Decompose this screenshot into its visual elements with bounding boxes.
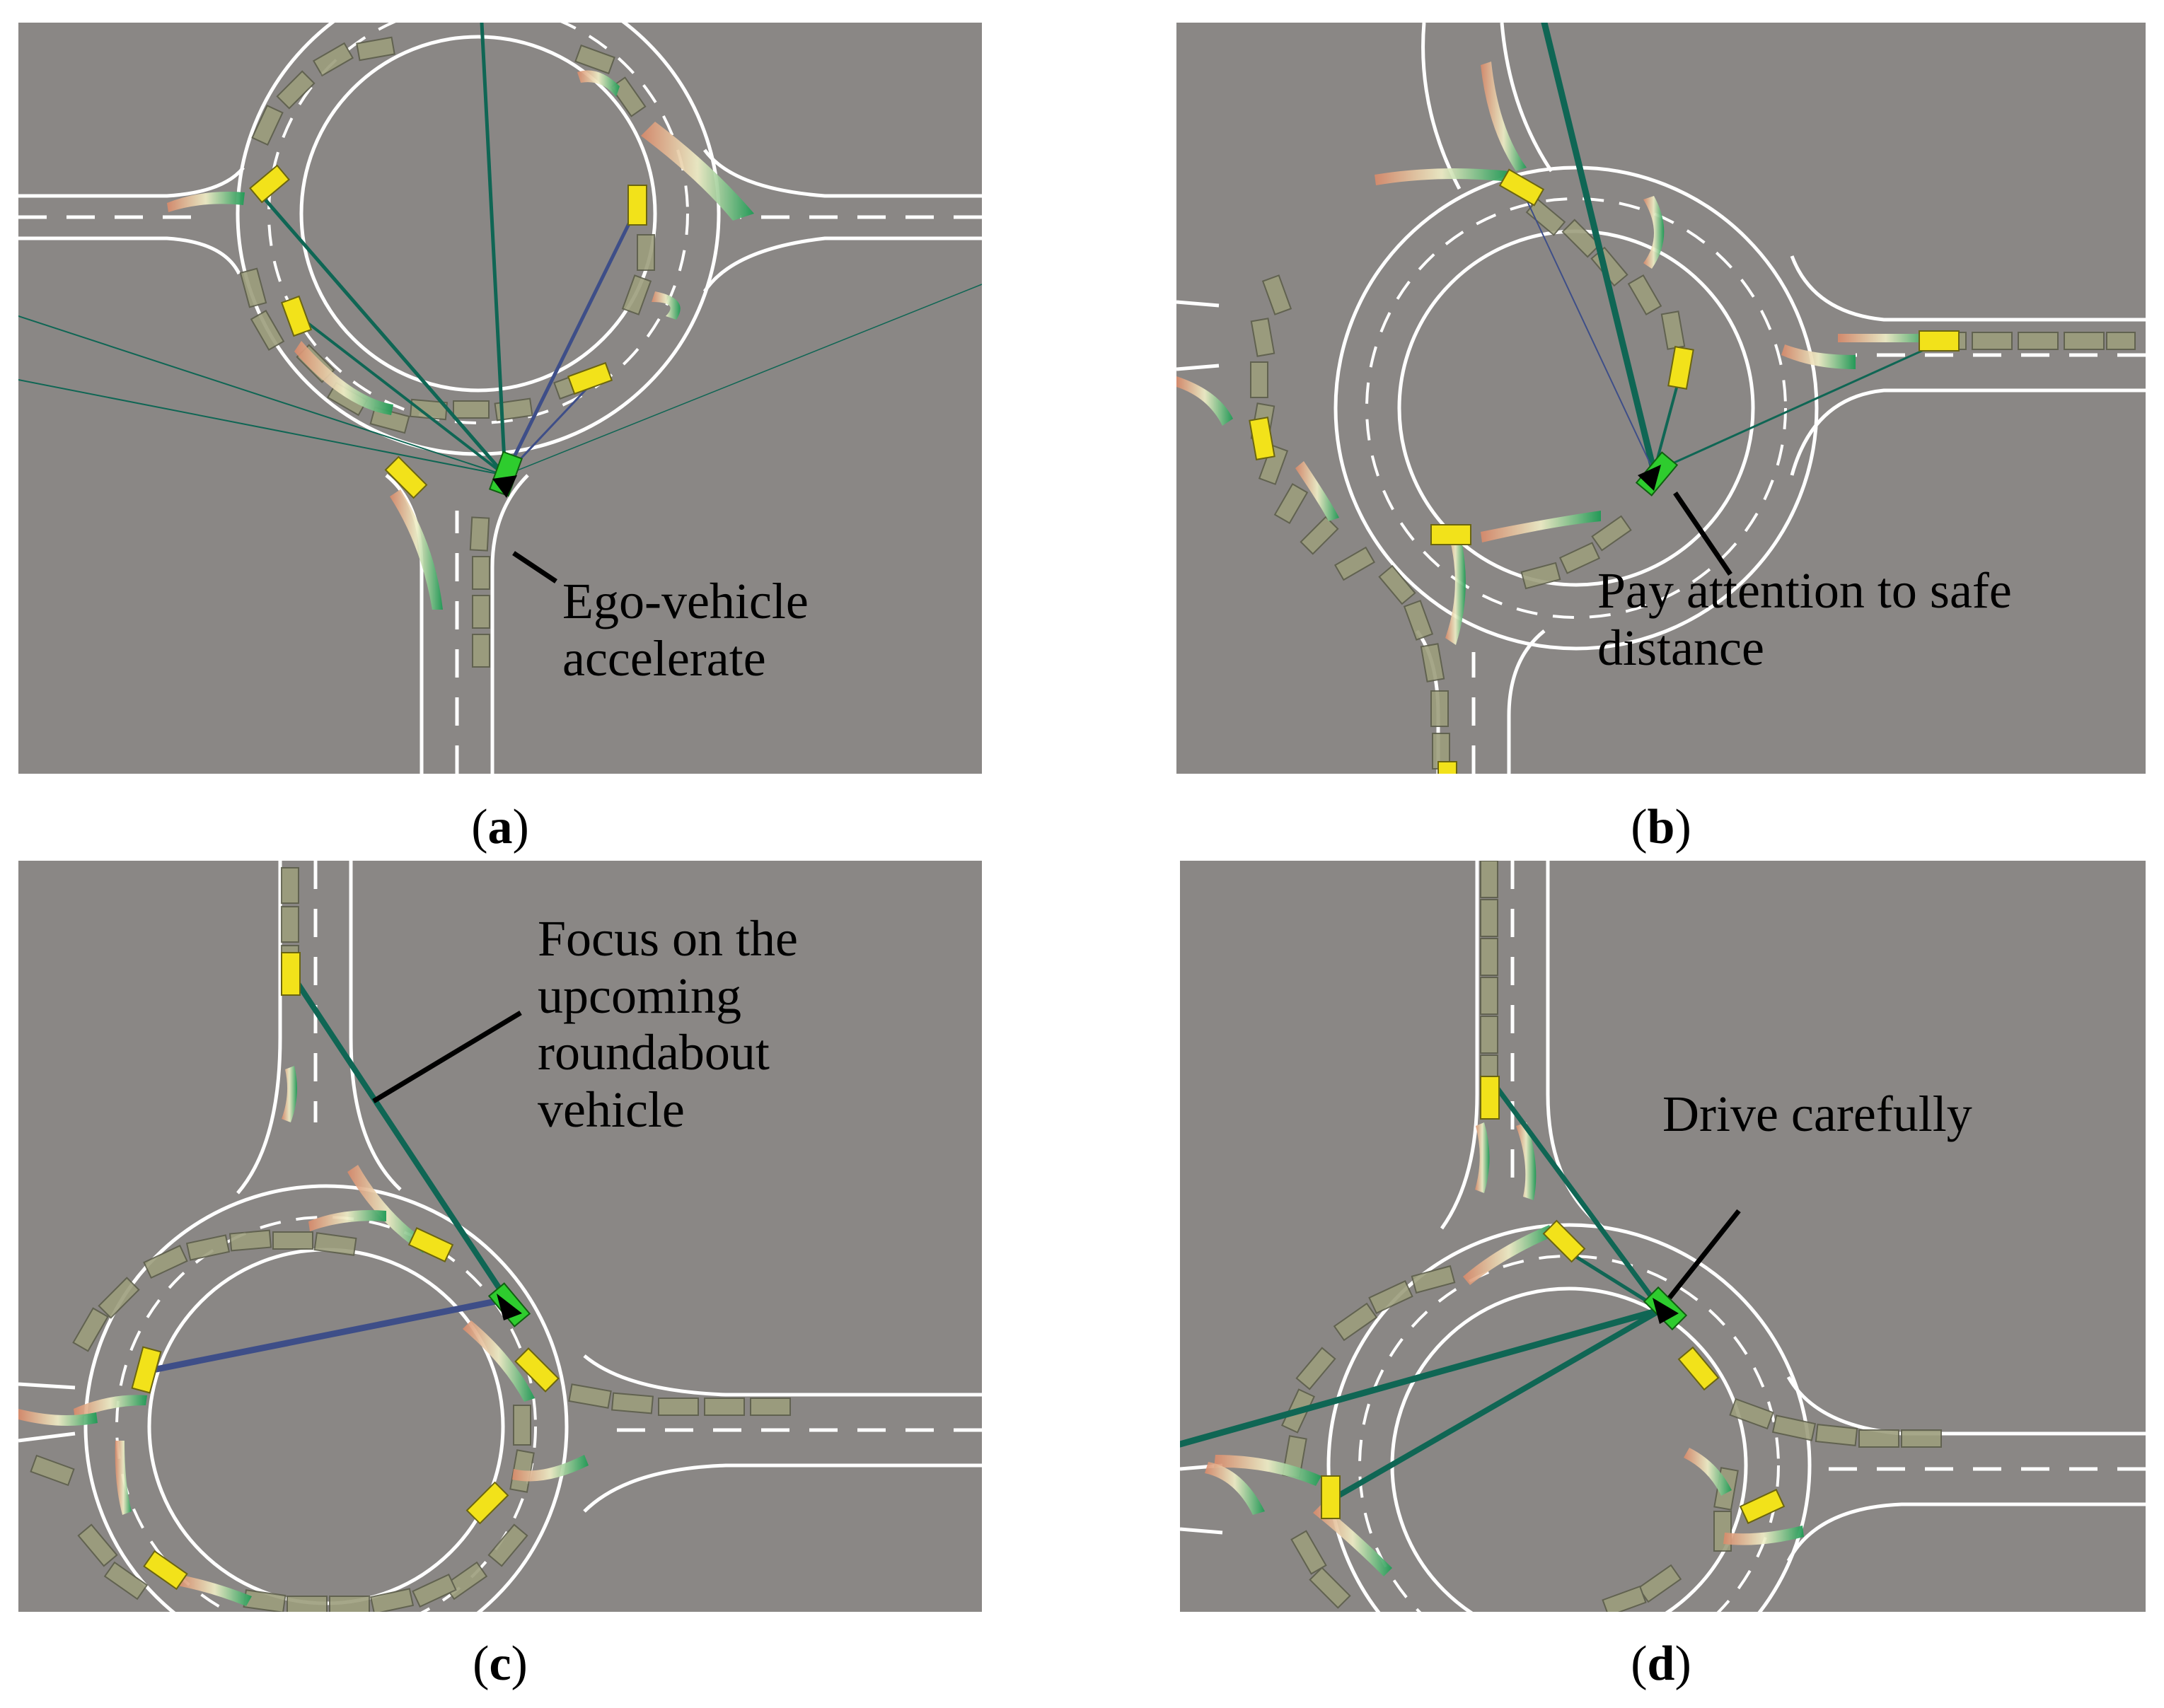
- caption-c: (c): [473, 1637, 528, 1691]
- annotation-b-line1: Pay attention to safe: [1597, 562, 2012, 619]
- annotation-c-line3: roundabout: [538, 1024, 770, 1081]
- caption-c-letter: c: [489, 1637, 511, 1691]
- annotation-a-line2: accelerate: [562, 629, 766, 687]
- other-vehicles: [131, 952, 560, 1591]
- annotation-b: Pay attention to safe distance: [1597, 562, 2012, 676]
- caption-d: (d): [1631, 1637, 1691, 1691]
- panel-d-scene: [1180, 861, 2146, 1612]
- annotation-c-line2: upcoming: [538, 967, 741, 1024]
- annotation-d: Drive carefully: [1662, 1086, 1972, 1143]
- panel-c-scene: [18, 861, 982, 1612]
- panel-d: [1180, 861, 2146, 1612]
- panel-c: [18, 861, 982, 1612]
- attention-lines: [149, 971, 510, 1373]
- ego-arrow-icon: [497, 1294, 522, 1320]
- caption-a: (a): [471, 800, 529, 854]
- predicted-trajectories: [1176, 62, 1933, 645]
- annotation-c-line4: vehicle: [538, 1081, 685, 1138]
- annotation-a: Ego-vehicle accelerate: [562, 573, 809, 687]
- callout-line: [1667, 1209, 1741, 1300]
- annotation-c-line1: Focus on the: [538, 910, 798, 967]
- annotation-b-line2: distance: [1597, 619, 1764, 676]
- predicted-trajectories: [167, 70, 754, 610]
- other-vehicles: [1321, 1076, 1786, 1524]
- attention-lines: [1180, 1077, 1665, 1500]
- caption-a-letter: a: [487, 800, 513, 854]
- annotation-a-line1: Ego-vehicle: [562, 573, 809, 629]
- ego-arrow-icon: [492, 475, 517, 498]
- predicted-trajectories: [18, 1066, 589, 1606]
- caption-d-letter: d: [1647, 1637, 1675, 1691]
- asphalt: [1180, 861, 2146, 1612]
- ego-arrow-icon: [1638, 465, 1661, 491]
- predicted-trajectories: [1205, 1122, 1804, 1576]
- annotation-c: Focus on the upcoming roundabout vehicle: [538, 910, 798, 1139]
- asphalt: [1176, 23, 2146, 774]
- callout-line: [1673, 492, 1732, 576]
- callout-line: [372, 1011, 522, 1103]
- attention-lines: [18, 23, 982, 477]
- panel-a: [18, 23, 982, 774]
- history-boxes: [1280, 861, 1942, 1612]
- panel-b: [1176, 23, 2146, 774]
- panel-b-scene: [1176, 23, 2146, 774]
- caption-b: (b): [1631, 800, 1691, 854]
- callout-line: [512, 551, 557, 583]
- history-boxes: [30, 867, 791, 1612]
- ego-arrow-icon: [1653, 1298, 1679, 1324]
- other-vehicles: [1249, 168, 1960, 774]
- annotation-d-line1: Drive carefully: [1662, 1086, 1972, 1142]
- panel-a-scene: [18, 23, 982, 774]
- caption-b-letter: b: [1647, 800, 1675, 854]
- other-vehicles: [249, 164, 647, 499]
